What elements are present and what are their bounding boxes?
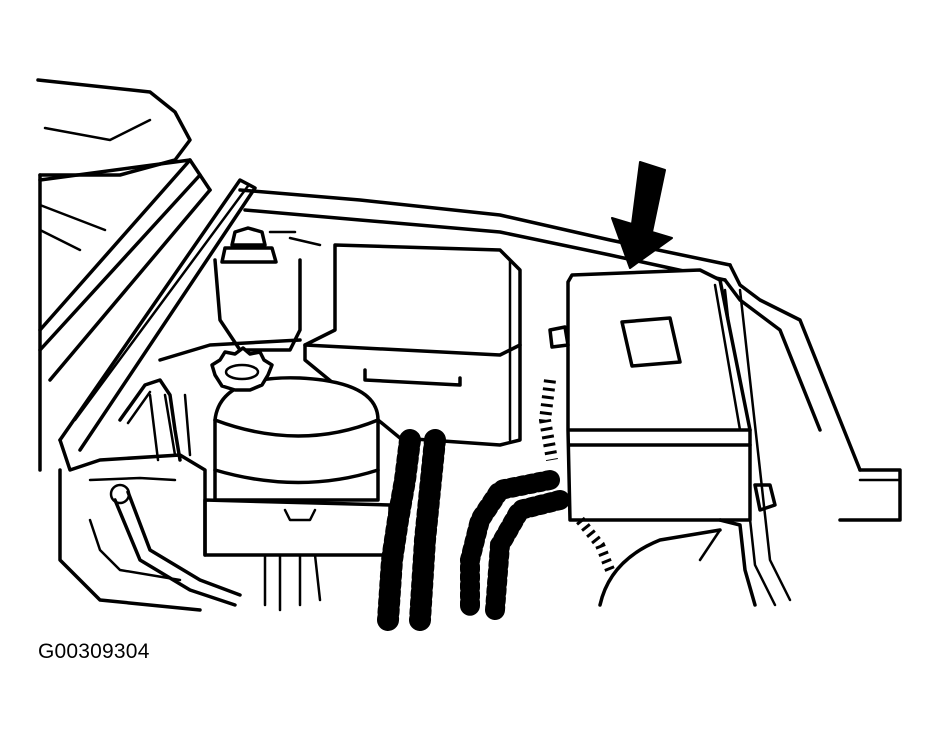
fill-cap xyxy=(210,346,274,392)
hood-panel xyxy=(36,78,212,472)
wire-loom xyxy=(377,429,446,631)
reservoir-cap xyxy=(220,226,322,264)
wire-loom-right xyxy=(460,379,615,620)
air-intake-pipe xyxy=(598,483,777,607)
figure-code: G00309304 xyxy=(38,640,150,663)
master-cylinder xyxy=(203,376,392,612)
engine-bracket xyxy=(58,438,242,612)
left-harness xyxy=(118,378,192,462)
callout-arrow xyxy=(611,161,673,269)
fuse-relay-box xyxy=(548,268,752,522)
hood-strut xyxy=(38,158,257,452)
coolant-reservoir xyxy=(158,258,302,362)
